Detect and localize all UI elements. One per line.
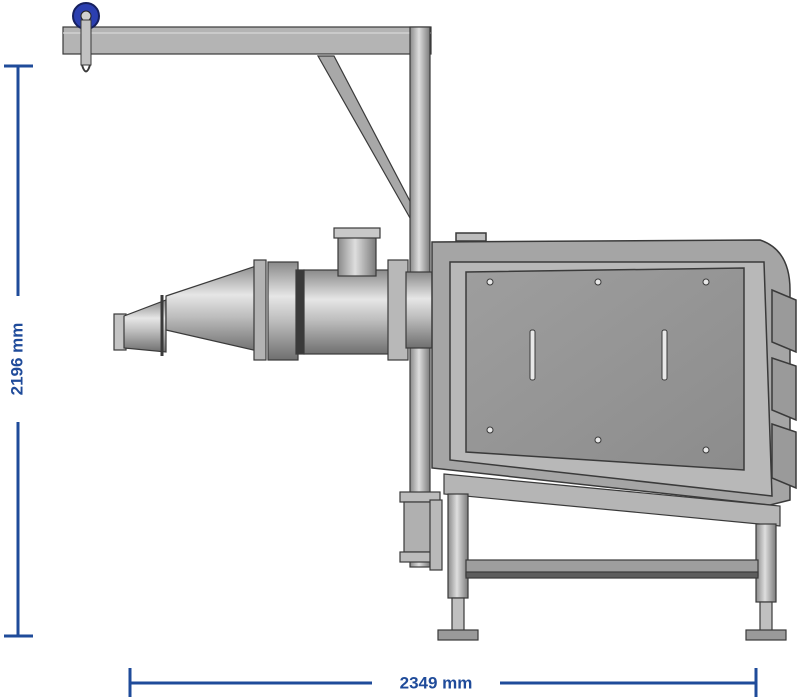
- clamp-ring: [253, 259, 267, 361]
- stand-leg-left: [447, 493, 469, 599]
- hoist-hook: [80, 19, 92, 66]
- panel-details: [486, 278, 710, 454]
- width-label: 2349 mm: [400, 673, 473, 692]
- foot-left: [437, 629, 479, 641]
- crane-arm: [62, 26, 443, 571]
- hoist: [72, 2, 100, 73]
- inlet-assembly: [113, 227, 437, 361]
- panel-handle: [529, 329, 536, 381]
- stand-top-rail: [443, 473, 781, 527]
- vertical-stub: [337, 235, 377, 277]
- main-pipe: [303, 269, 393, 355]
- support-stand: [437, 473, 787, 641]
- crane-beam: [62, 26, 432, 55]
- housing-panel: [465, 267, 745, 471]
- stand-leg-right: [755, 523, 777, 603]
- height-label-bg: [6, 296, 30, 422]
- width-label-bg: [372, 672, 500, 696]
- main-housing: [431, 232, 797, 506]
- post-bracket: [429, 499, 443, 571]
- side-fin: [771, 288, 797, 354]
- pipe-flange: [387, 259, 409, 361]
- foot-right: [745, 629, 787, 641]
- inlet-cone: [123, 299, 167, 353]
- height-label: 2196 mm: [7, 323, 26, 396]
- crane-brace: [316, 55, 413, 220]
